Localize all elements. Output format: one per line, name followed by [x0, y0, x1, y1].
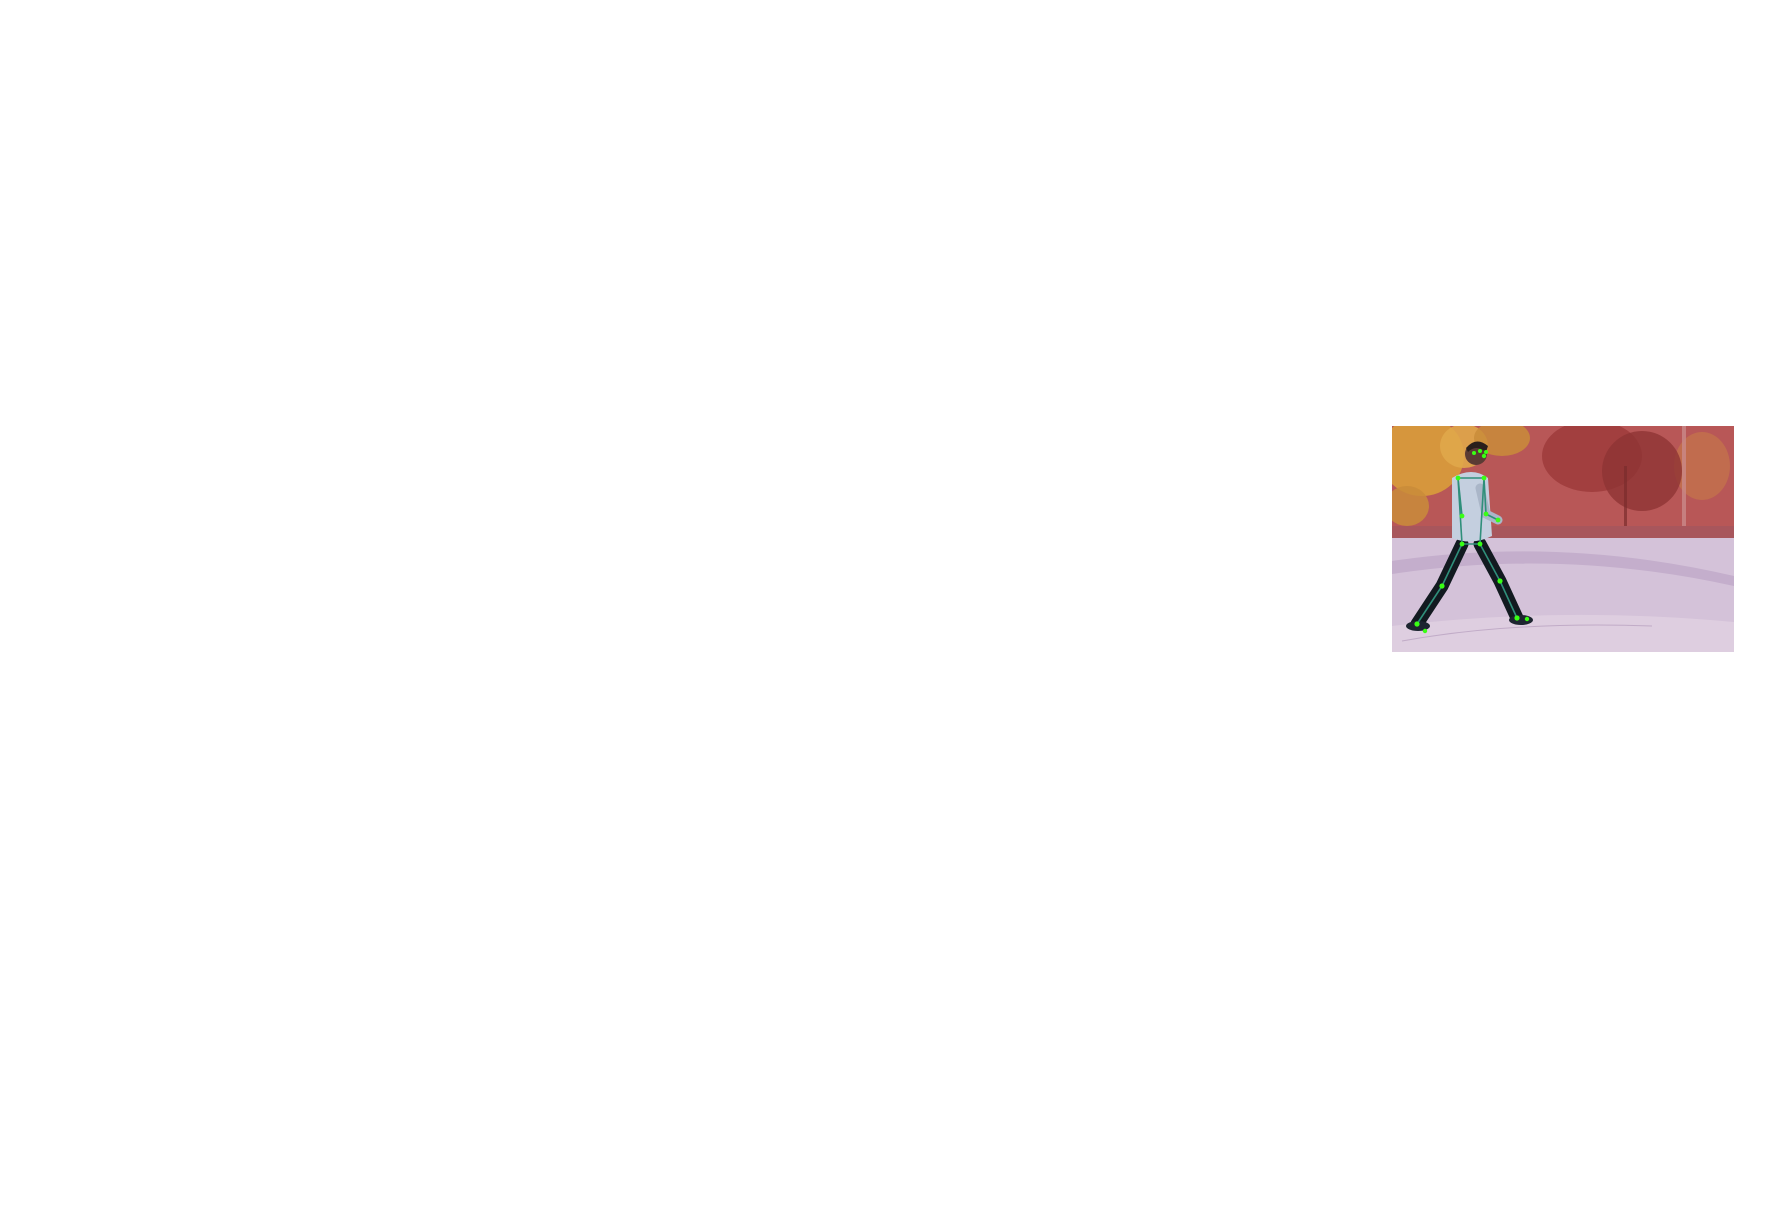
- ground-curve: [1392, 551, 1734, 586]
- keypoint-left-hip: [1459, 541, 1465, 547]
- keypoint-left-elbow: [1459, 513, 1465, 519]
- keypoint-right-knee: [1497, 578, 1503, 584]
- keypoint-ear: [1472, 451, 1476, 455]
- pose-keypoints: [1414, 449, 1530, 634]
- keypoint-nose: [1481, 453, 1487, 459]
- keypoint-right-hip: [1477, 541, 1483, 547]
- keypoint-left-ankle: [1414, 621, 1420, 627]
- keypoint-right-eye: [1484, 450, 1488, 454]
- keypoint-right-wrist: [1495, 517, 1501, 523]
- keypoint-left-knee: [1439, 583, 1445, 589]
- keypoint-left-foot: [1422, 628, 1428, 634]
- tree-foliage: [1392, 426, 1730, 526]
- pose-skeleton: [1416, 477, 1518, 625]
- keypoint-right-elbow: [1483, 511, 1489, 517]
- pose-overlay-svg: [1392, 426, 1734, 652]
- keypoint-right-foot: [1524, 616, 1530, 622]
- keypoint-right-shoulder: [1481, 475, 1487, 481]
- keypoint-right-ankle: [1514, 615, 1520, 621]
- keypoint-left-eye: [1478, 449, 1482, 453]
- dark-trees: [1542, 426, 1686, 532]
- horizon-wall: [1392, 526, 1734, 538]
- keypoint-left-shoulder: [1455, 475, 1461, 481]
- pose-estimation-photo: [1392, 426, 1734, 652]
